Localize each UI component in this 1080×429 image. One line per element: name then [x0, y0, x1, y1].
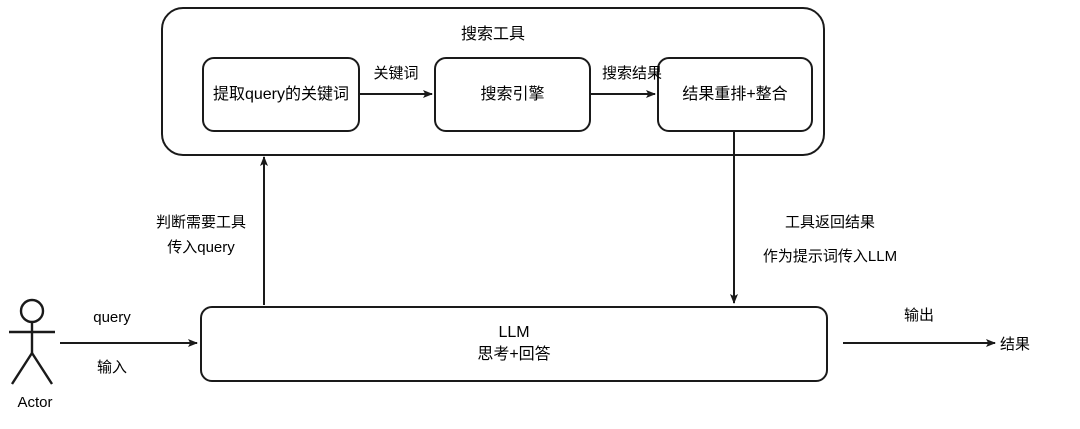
- actor-caption: Actor: [17, 394, 53, 411]
- actor-icon: [9, 298, 55, 385]
- edge-label-user-input-query: query: [93, 309, 131, 326]
- node-rerank-merge[interactable]: 结果重排+整合: [657, 57, 813, 132]
- edge-label-user-input-action: 输入: [96, 359, 127, 376]
- node-llm[interactable]: LLM 思考+回答: [200, 306, 828, 382]
- edge-label-output: 输出: [903, 307, 934, 324]
- node-extract-keywords-label: 提取query的关键词: [212, 85, 350, 103]
- search-tool-container-title: 搜索工具: [460, 26, 525, 43]
- search-tool-container: [161, 7, 825, 156]
- edge-label-tool-invoke-line1: 判断需要工具: [155, 214, 246, 231]
- edge-label-keywords: 关键词: [373, 65, 419, 82]
- terminal-result-label: 结果: [1000, 336, 1031, 353]
- node-llm-label-primary: LLM: [498, 324, 530, 342]
- node-rerank-merge-label: 结果重排+整合: [682, 85, 788, 103]
- edge-label-search-results: 搜索结果: [601, 65, 662, 82]
- node-search-engine[interactable]: 搜索引擎: [434, 57, 591, 132]
- node-extract-keywords[interactable]: 提取query的关键词: [202, 57, 360, 132]
- edge-label-tool-return-line1: 工具返回结果: [784, 214, 875, 231]
- edge-label-tool-invoke-line2: 传入query: [167, 239, 235, 256]
- node-search-engine-label: 搜索引擎: [480, 85, 545, 103]
- edge-label-tool-return-line2: 作为提示词传入LLM: [762, 248, 898, 265]
- node-llm-label-secondary: 思考+回答: [477, 346, 551, 363]
